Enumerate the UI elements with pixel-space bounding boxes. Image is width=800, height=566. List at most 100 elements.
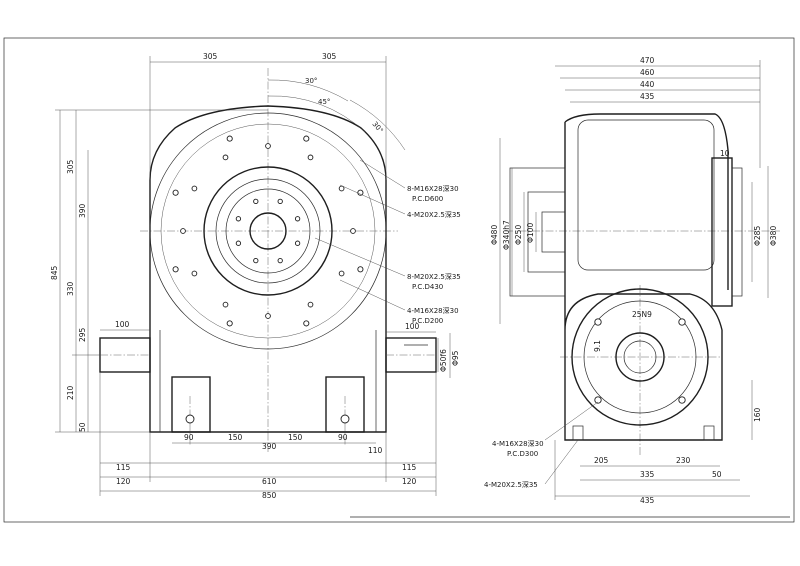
- pcd200-bolt-hole: [235, 240, 242, 246]
- pcd600-bolt-hole: [357, 189, 364, 196]
- left-dim-845: 845: [50, 265, 59, 280]
- callout-4-line1: 4-M16X28深30: [407, 306, 459, 315]
- bottom-dim-120a: 120: [116, 477, 131, 486]
- left-dim-295: 295: [78, 327, 87, 342]
- pcd600-bolt-hole: [226, 320, 233, 327]
- callout-1-line1: 8-M16X28深30: [407, 184, 459, 193]
- side-bore-outer: [615, 332, 665, 382]
- side-dim-25n9: 25N9: [632, 310, 652, 319]
- pcd600-bolt-hole: [172, 189, 179, 196]
- side-output-flange: [731, 167, 743, 297]
- output-bore: [249, 212, 287, 250]
- flange-bolt-hole: [307, 154, 314, 161]
- bolt-holes: [172, 135, 364, 327]
- foot-bolt-hole-left: [185, 414, 195, 424]
- foot-left: [171, 376, 211, 433]
- callout-3-line1: 8-M20X2.5深35: [407, 272, 461, 281]
- flange-bolt-hole: [338, 185, 345, 192]
- bottom-dim-150b: 150: [288, 433, 303, 442]
- shaft-dim-95: Φ95: [451, 350, 460, 366]
- pcd200-bolt-hole: [235, 216, 242, 222]
- side-bottom-205: 205: [594, 456, 609, 465]
- side-output-shaft: [711, 157, 733, 307]
- side-top-435: 435: [640, 92, 655, 101]
- side-callout-1-line2: P.C.D300: [507, 450, 538, 458]
- side-dim-100: Φ100: [526, 223, 535, 243]
- pcd200-bolt-hole: [294, 216, 301, 222]
- flange-bolt-hole: [350, 228, 356, 234]
- side-dim-250: Φ250: [514, 225, 523, 245]
- pcd200-bolt-hole: [277, 257, 283, 264]
- side-callout-leader-2: [544, 439, 579, 485]
- left-dim-210: 210: [66, 385, 75, 400]
- bottom-dim-610: 610: [262, 477, 277, 486]
- side-callout-1-line1: 4-M16X28深30: [492, 439, 544, 448]
- side-input-bore: [541, 211, 566, 253]
- angle-arc-2: [267, 95, 366, 133]
- side-bottom-435: 435: [640, 496, 655, 505]
- flange-bolt-hole: [191, 185, 198, 192]
- side-bottom-335: 335: [640, 470, 655, 479]
- side-dim-480: Φ480: [490, 225, 499, 245]
- bottom-dim-115b: 115: [402, 463, 417, 472]
- flange-bolt-hole: [180, 228, 186, 234]
- side-dim-9-1: 9.1: [593, 340, 602, 352]
- side-bore-inner: [623, 340, 657, 374]
- flange-label-right: 100: [405, 322, 420, 331]
- flange-bolt-hole: [222, 154, 229, 161]
- callout-2-line1: 4-M20X2.5深35: [407, 210, 461, 219]
- callout-leader-3: [314, 237, 406, 277]
- callout-4-line2: P.C.D200: [412, 317, 443, 325]
- flange-bolt-hole: [265, 313, 271, 319]
- top-dim-right: 305: [322, 52, 337, 61]
- bottom-dim-115a: 115: [116, 463, 131, 472]
- bottom-dim-150a: 150: [228, 433, 243, 442]
- side-bolt-1: [594, 318, 602, 326]
- angle-arc-3: [349, 99, 406, 151]
- side-bolt-3: [594, 396, 602, 404]
- flange-bolt-hole: [222, 301, 229, 308]
- bottom-dim-110: 110: [368, 446, 383, 455]
- pcd200-bolt-hole: [294, 240, 301, 246]
- pcd600-bolt-hole: [226, 135, 233, 142]
- pcd600-bolt-hole: [303, 320, 310, 327]
- side-top-460: 460: [640, 68, 655, 77]
- housing-base: [149, 330, 387, 433]
- callout-1-line2: P.C.D600: [412, 195, 443, 203]
- output-flange-mid: [215, 178, 321, 284]
- pcd600-bolt-hole: [172, 266, 179, 273]
- flange-bolt-hole: [265, 143, 271, 149]
- bottom-dim-390: 390: [262, 442, 277, 451]
- flange-bolt-hole: [338, 270, 345, 277]
- pcd200-bolt-hole: [253, 257, 259, 264]
- side-callout-leader-1: [544, 401, 599, 441]
- side-view: 470 460 440 435 Φ480 Φ340h7 Φ250 Φ100 Φ2…: [484, 56, 780, 505]
- side-dim-10: 10: [720, 149, 730, 158]
- flange-bolt-hole: [307, 301, 314, 308]
- pcd600-bolt-hole: [303, 135, 310, 142]
- side-callout-2-line1: 4-M20X2.5深35: [484, 480, 538, 489]
- callout-leader-2: [339, 184, 406, 215]
- side-dim-285: Φ285: [753, 226, 762, 246]
- flange-inner-circle: [160, 123, 376, 339]
- foot-right: [325, 376, 365, 433]
- side-housing-outline: [564, 113, 729, 441]
- angle-label-45: 45°: [318, 98, 330, 106]
- bottom-dim-90b: 90: [338, 433, 348, 442]
- drawing-border: [3, 37, 795, 523]
- callout-3-line2: P.C.D430: [412, 283, 443, 291]
- side-bottom-50: 50: [712, 470, 722, 479]
- side-flange-outer: [571, 288, 709, 426]
- left-dim-305: 305: [66, 159, 75, 174]
- flange-bolt-hole: [191, 270, 198, 277]
- shaft-dim-50: Φ50f6: [439, 349, 448, 372]
- side-bolt-4: [678, 396, 686, 404]
- callout-leader-1: [359, 159, 406, 189]
- flange-outer-circle: [149, 112, 387, 350]
- pcd200-bolt-hole: [253, 198, 259, 205]
- side-dim-380: Φ380: [769, 226, 778, 246]
- pcd200-bolt-hole: [277, 198, 283, 205]
- side-bolt-2: [678, 318, 686, 326]
- left-dim-50: 50: [78, 422, 87, 432]
